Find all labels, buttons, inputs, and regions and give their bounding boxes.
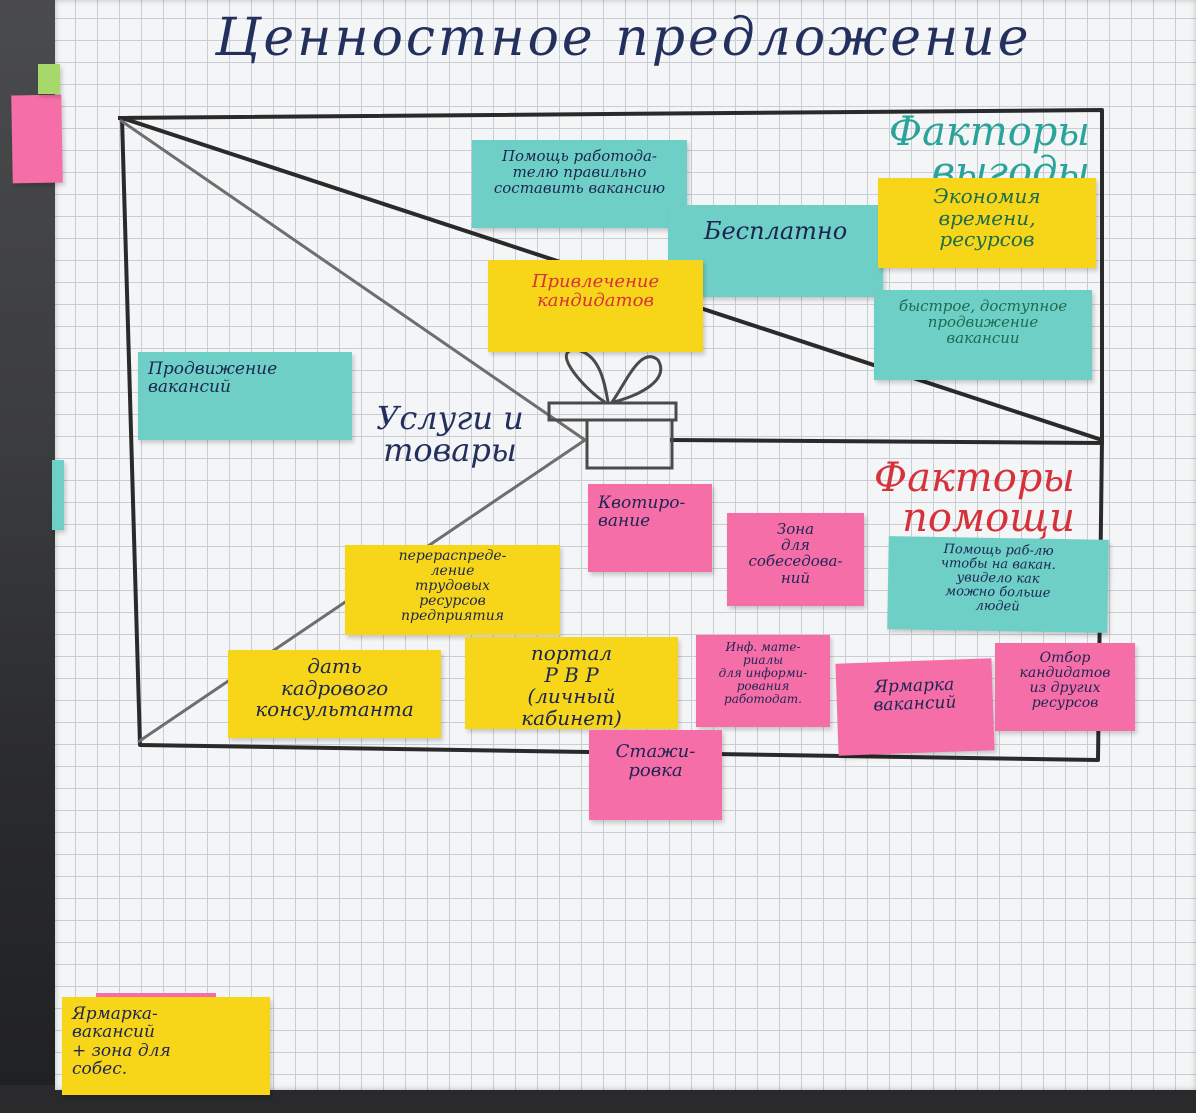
sticky-fast-promotion: быстрое, доступное продвижение вакансии xyxy=(874,290,1092,380)
sticky-help-vacancy: Помощь работода- телю правильно составит… xyxy=(472,140,687,228)
sticky-job-fair: Ярмарка вакансий xyxy=(835,658,995,756)
sticky-attract-candidates: Привлечение кандидатов xyxy=(488,260,703,352)
sticky-hr-consultant: дать кадрового консультанта xyxy=(228,650,441,738)
side-sticky-teal xyxy=(52,460,64,530)
sticky-portal: портал Р В Р (личный кабинет) xyxy=(465,637,678,729)
sticky-candidate-selection: Отбор кандидатов из других ресурсов xyxy=(995,643,1135,731)
sticky-redistribute: перераспреде- ление трудовых ресурсов пр… xyxy=(345,545,560,635)
sticky-interview-zone: Зона для собеседова- ний xyxy=(727,513,864,606)
heading-help-factors: Факторы помощи xyxy=(873,455,1075,541)
sticky-help-employer: Помощь раб-лю чтобы на вакан. увидело ка… xyxy=(887,536,1109,633)
sticky-internship: Стажи- ровка xyxy=(589,730,722,820)
side-sticky-green xyxy=(38,64,60,94)
sticky-quota: Квотиро- вание xyxy=(588,484,712,572)
heading-benefit-factors: Факторы выгоды xyxy=(888,109,1090,195)
sticky-vacancy-promotion: Продвижение вакансий xyxy=(138,352,352,440)
sticky-free: Бесплатно xyxy=(668,205,883,297)
sticky-info-materials: Инф. мате- риалы для информи- рования ра… xyxy=(696,635,830,727)
diagonal-top xyxy=(119,118,586,442)
background-wall xyxy=(0,0,60,1113)
sticky-economy: Экономия времени, ресурсов xyxy=(878,178,1096,268)
divider-line xyxy=(669,438,1105,445)
sticky-bottom-note: Ярмарка- вакансий + зона для собес. xyxy=(62,997,270,1095)
poster-title: Ценностное предложение xyxy=(215,8,1032,68)
heading-products-services: Услуги и товары xyxy=(376,399,524,469)
